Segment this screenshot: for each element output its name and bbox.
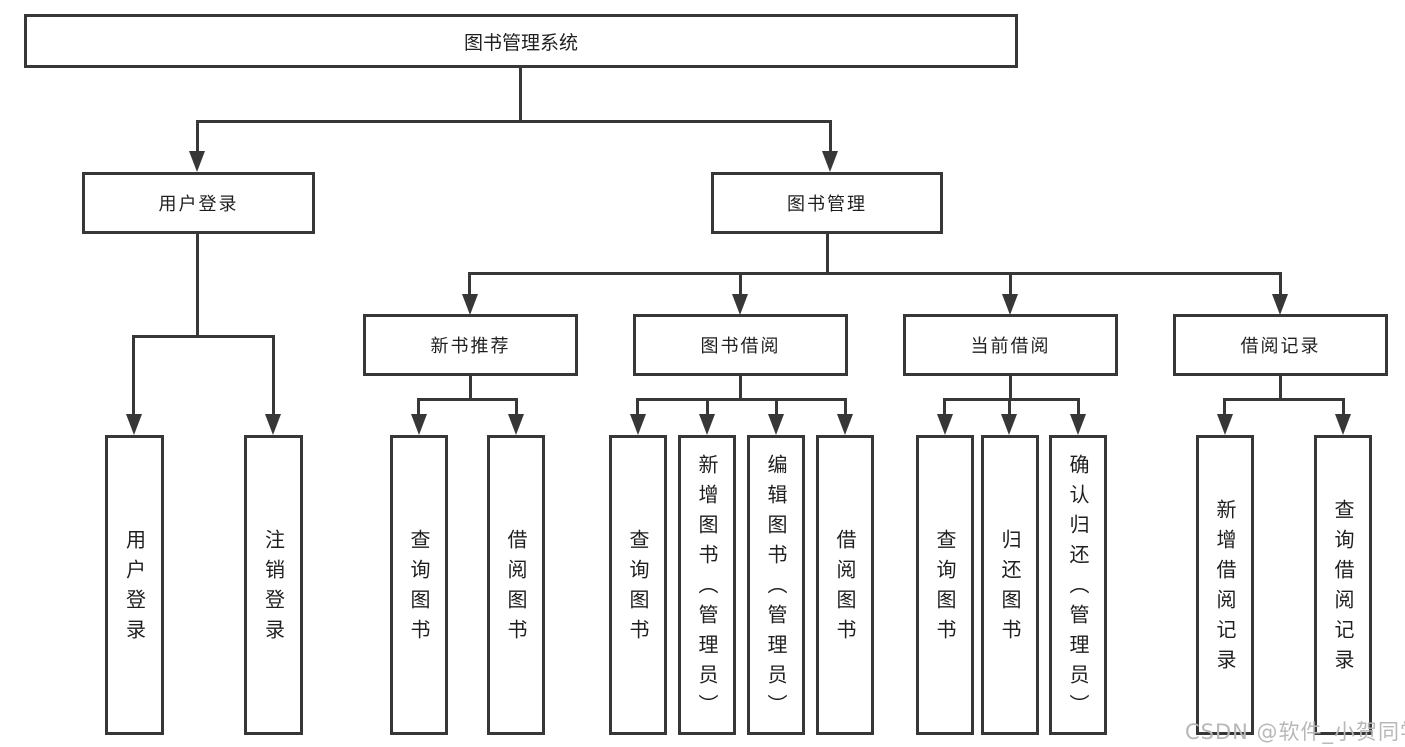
leaf-cb-return-books: 归还图书: [981, 435, 1039, 735]
arrowhead-down: [1217, 414, 1233, 435]
connector-line: [417, 398, 518, 401]
connector-line: [636, 398, 847, 401]
arrowhead-down: [837, 414, 853, 435]
node-root-library-management-system: 图书管理系统: [24, 14, 1018, 68]
connector-line: [636, 398, 639, 418]
arrowhead-down: [630, 414, 646, 435]
arrowhead-down: [732, 294, 748, 315]
leaf-bb-add-books-admin: 新增图书（管理员）: [678, 435, 736, 735]
connector-line: [468, 272, 1282, 275]
connector-line: [943, 398, 1080, 401]
connector-line: [706, 398, 709, 418]
arrowhead-down: [768, 414, 784, 435]
csdn-watermark: CSDN @软件_小贺同学: [1185, 720, 1405, 744]
connector-line: [417, 398, 420, 418]
node-borrowing-records: 借阅记录: [1173, 314, 1388, 376]
leaf-user-login: 用户登录: [105, 435, 164, 735]
connector-line: [1342, 398, 1345, 418]
arrowhead-down: [411, 414, 427, 435]
leaf-cb-query-books: 查询图书: [916, 435, 974, 735]
connector-line: [844, 398, 847, 418]
connector-line: [943, 398, 946, 418]
connector-line: [826, 234, 829, 275]
node-book-borrowing: 图书借阅: [633, 314, 848, 376]
connector-line: [196, 120, 199, 154]
arrowhead-down: [699, 414, 715, 435]
connector-line: [132, 335, 275, 338]
arrowhead-down: [462, 294, 478, 315]
connector-line: [739, 272, 742, 297]
arrowhead-down: [1070, 414, 1086, 435]
connector-line: [1077, 398, 1080, 418]
connector-line: [1279, 376, 1282, 401]
leaf-bb-edit-books-admin: 编辑图书（管理员）: [747, 435, 805, 735]
connector-line: [1009, 272, 1012, 297]
arrowhead-down: [126, 414, 142, 435]
leaf-nbr-borrow-books: 借阅图书: [487, 435, 545, 735]
node-new-book-recommendation: 新书推荐: [363, 314, 578, 376]
leaf-nbr-query-books: 查询图书: [390, 435, 448, 735]
connector-line: [196, 234, 199, 338]
arrowhead-down: [1001, 414, 1017, 435]
connector-line: [515, 398, 518, 418]
connector-line: [469, 376, 472, 401]
connector-line: [196, 120, 832, 123]
leaf-br-add-borrow-record: 新增借阅记录: [1196, 435, 1254, 735]
leaf-cb-confirm-return-admin: 确认归还（管理员）: [1049, 435, 1107, 735]
connector-line: [468, 272, 471, 297]
connector-line: [1223, 398, 1345, 401]
arrowhead-down: [508, 414, 524, 435]
connector-line: [1008, 398, 1011, 418]
connector-line: [1223, 398, 1226, 418]
arrowhead-down: [265, 414, 281, 435]
node-book-management: 图书管理: [711, 172, 943, 234]
arrowhead-down: [822, 151, 838, 172]
arrowhead-down: [1272, 294, 1288, 315]
connector-line: [829, 120, 832, 154]
connector-line: [272, 335, 275, 417]
arrowhead-down: [937, 414, 953, 435]
node-current-borrowing: 当前借阅: [903, 314, 1118, 376]
leaf-bb-borrow-books: 借阅图书: [816, 435, 874, 735]
leaf-br-query-borrow-record: 查询借阅记录: [1314, 435, 1372, 735]
connector-line: [739, 376, 742, 401]
arrowhead-down: [189, 151, 205, 172]
connector-line: [132, 335, 135, 417]
connector-line: [1009, 376, 1012, 401]
arrowhead-down: [1335, 414, 1351, 435]
node-user-login: 用户登录: [82, 172, 315, 234]
leaf-logout: 注销登录: [244, 435, 303, 735]
connector-line: [519, 68, 522, 123]
connector-line: [1279, 272, 1282, 297]
arrowhead-down: [1002, 294, 1018, 315]
connector-line: [775, 398, 778, 418]
leaf-bb-query-books: 查询图书: [609, 435, 667, 735]
